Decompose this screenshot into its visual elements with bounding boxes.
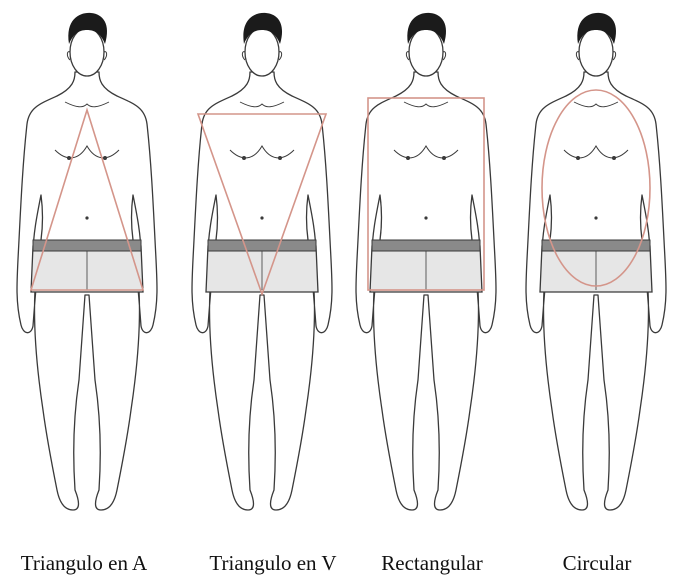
figure-4 <box>526 13 666 510</box>
nipple-right <box>103 156 107 160</box>
nipple-right <box>442 156 446 160</box>
nipple-left <box>406 156 410 160</box>
nipple-right <box>612 156 616 160</box>
navel <box>85 216 88 219</box>
nipple-right <box>278 156 282 160</box>
figure-2 <box>192 13 332 510</box>
head <box>409 28 443 76</box>
head <box>245 28 279 76</box>
navel <box>594 216 597 219</box>
waistband <box>372 240 480 251</box>
label-triangulo-en-v: Triangulo en V <box>193 548 353 578</box>
label-circular: Circular <box>547 548 647 578</box>
nipple-left <box>242 156 246 160</box>
label-rectangular: Rectangular <box>368 548 496 578</box>
figure-1 <box>17 13 157 510</box>
navel <box>424 216 427 219</box>
waistband <box>542 240 650 251</box>
nipple-left <box>576 156 580 160</box>
waistband <box>208 240 316 251</box>
head <box>579 28 613 76</box>
head <box>70 28 104 76</box>
nipple-left <box>67 156 71 160</box>
navel <box>260 216 263 219</box>
label-triangulo-en-a: Triangulo en A <box>8 548 160 578</box>
waistband <box>33 240 141 251</box>
figure-3 <box>356 13 496 510</box>
